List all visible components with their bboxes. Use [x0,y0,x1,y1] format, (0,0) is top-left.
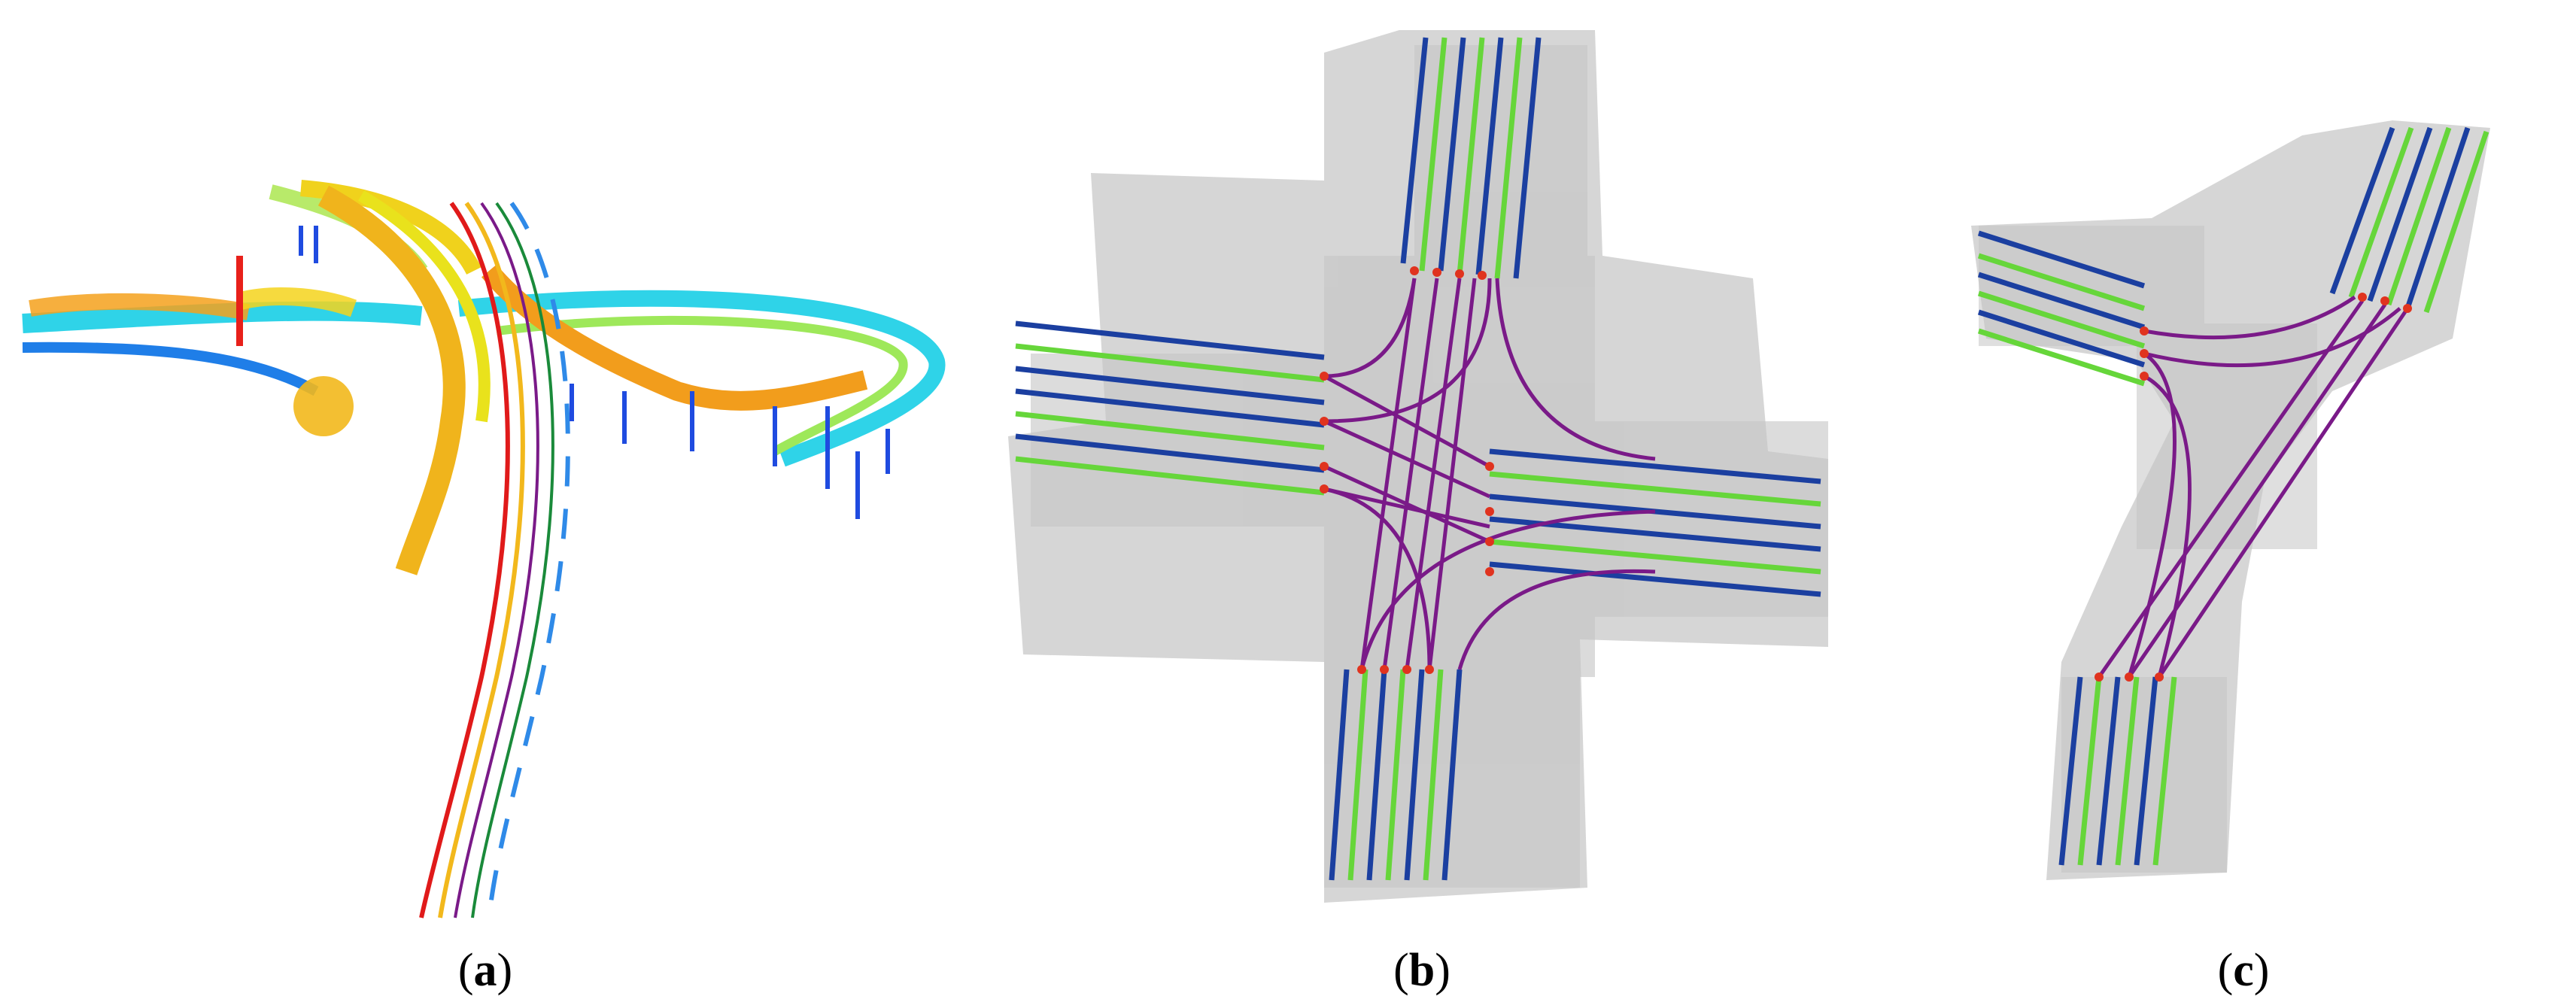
stop-line-markers [2095,293,2412,682]
main-road-blue-dashed [487,202,570,918]
left-trees-yellow [238,287,357,317]
caption-b-letter: b [1408,945,1435,996]
left-roadway-blue [22,342,319,396]
caption-b-open: ( [1393,945,1409,996]
main-road-red-line [419,202,510,918]
west-lane-lines [1977,230,2146,387]
loop-ramp-green [496,315,908,456]
caption-a-close: ) [497,945,513,996]
intersection-connectors [1323,278,1656,670]
panel-c-t-intersection [1911,0,2576,925]
panel-b-four-way-intersection [1008,0,1836,925]
t-intersection-map [1971,120,2490,880]
caption-c-close: ) [2253,945,2270,996]
main-road-green-line [471,202,554,918]
caption-c-open: ( [2217,945,2234,996]
central-ramp-orange [317,185,466,575]
caption-a: (a) [0,933,971,1008]
bridge-pillars [299,226,890,519]
loop-ramp-cyan [457,290,946,467]
main-road-yellow-line [438,202,525,918]
caption-c-letter: c [2233,945,2254,996]
vegetation-blob [293,376,354,436]
south-lane-lines [1329,669,1463,881]
caption-c: (c) [1911,933,2576,1008]
intersection-connectors [2097,295,2410,679]
main-road-purple-line [454,202,539,918]
west-lane-lines [1015,320,1325,496]
caption-a-letter: a [473,945,497,996]
red-pole [236,256,243,346]
northeast-lane-lines [2329,126,2489,314]
north-lane-lines [1400,37,1542,279]
interchange-point-cloud-render [22,180,946,918]
panel-a-point-cloud-interchange [0,0,971,925]
caption-b-close: ) [1435,945,1451,996]
left-trees-orange [29,293,251,320]
central-ramp-yellow [357,190,491,423]
loop-ramp-orange [481,264,868,411]
caption-a-open: ( [457,945,474,996]
four-way-intersection-map [1008,30,1828,903]
stop-line-markers [1320,266,1494,674]
caption-b: (b) [1008,933,1836,1008]
south-lane-lines [2058,676,2177,866]
